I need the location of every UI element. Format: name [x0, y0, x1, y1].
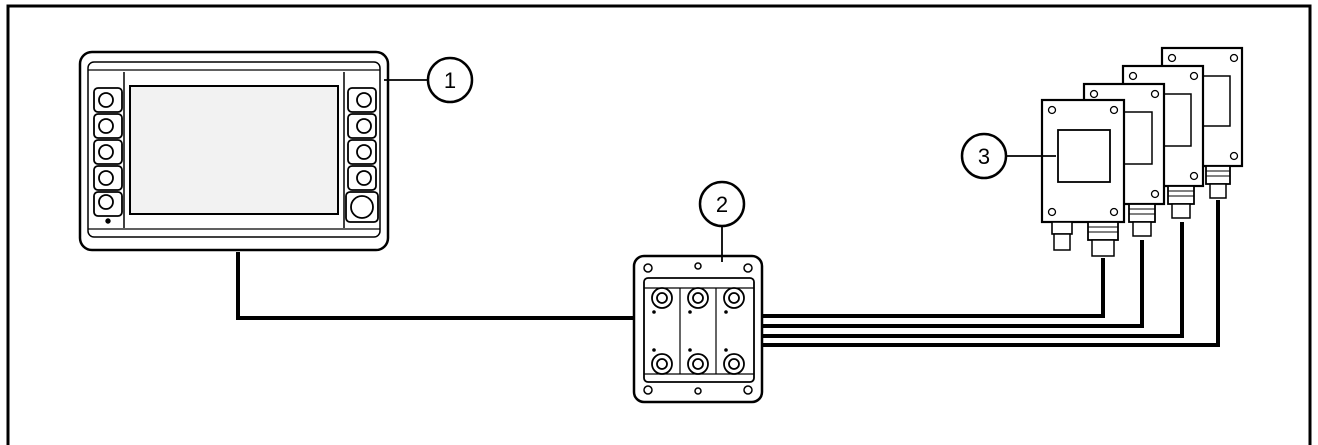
- callout-3-circle: [960, 132, 1008, 180]
- display-right-buttons: [345, 87, 379, 223]
- hub-device: 2: [632, 180, 764, 404]
- camera-stack: 3: [960, 46, 1244, 257]
- callout-1-label: 1: [444, 68, 456, 93]
- callout-2-circle: [698, 180, 746, 228]
- cable-display-to-hub: [236, 252, 662, 320]
- hub-ports-bottom: [651, 353, 745, 375]
- callout-3-label: 3: [978, 144, 990, 169]
- camera-unit-1: [1040, 98, 1126, 257]
- hub-ports-top: [651, 287, 745, 309]
- callout-2-label: 2: [716, 192, 728, 217]
- display-screen: [129, 85, 339, 215]
- display-device: 1: [78, 50, 474, 252]
- display-left-buttons: [93, 87, 123, 224]
- callout-1-circle: [426, 56, 474, 104]
